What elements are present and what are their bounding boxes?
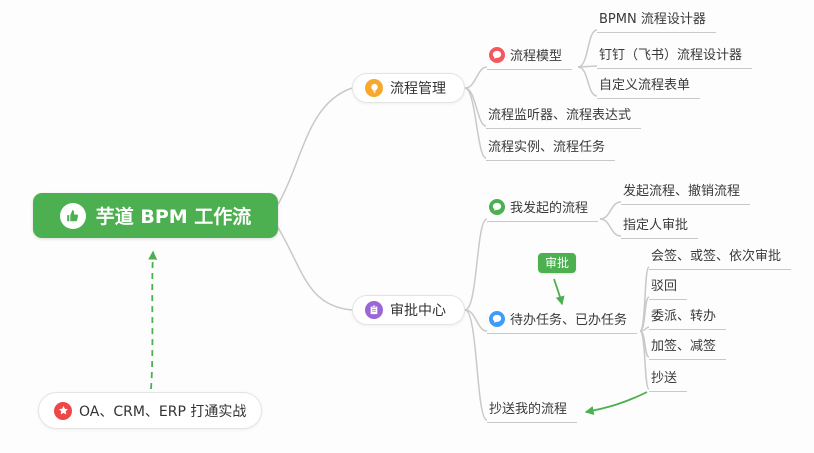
node-delegate-transfer[interactable]: 委派、转办: [649, 303, 727, 330]
cc-my-processes-label: 抄送我的流程: [489, 402, 568, 417]
root-node[interactable]: 芋道 BPM 工作流: [33, 193, 278, 238]
process-instance-label: 流程实例、流程任务: [488, 140, 606, 155]
process-model-label: 流程模型: [510, 49, 563, 64]
bpmn-designer-label: BPMN 流程设计器: [599, 12, 706, 27]
node-cc[interactable]: 抄送: [649, 365, 688, 392]
delegate-transfer-label: 委派、转办: [651, 309, 717, 324]
branch-process-label: 流程管理: [390, 81, 446, 97]
custom-form-label: 自定义流程表单: [599, 78, 691, 93]
reject-label: 驳回: [651, 279, 678, 294]
approval-flow-arrow: [553, 278, 565, 306]
node-assignee-approval[interactable]: 指定人审批: [621, 212, 699, 239]
clipboard-icon: [365, 301, 383, 319]
star-icon: [54, 401, 72, 420]
branch-approval-center[interactable]: 审批中心: [352, 295, 465, 325]
assignee-approval-label: 指定人审批: [623, 218, 689, 233]
gray-connectors: [276, 29, 650, 421]
dingtalk-designer-label: 钉钉（飞书）流程设计器: [599, 48, 743, 63]
node-reject[interactable]: 驳回: [649, 273, 688, 300]
node-countersign[interactable]: 会签、或签、依次审批: [649, 243, 792, 270]
bubble-icon: [489, 46, 505, 63]
process-listener-label: 流程监听器、流程表达式: [488, 108, 632, 123]
branch-process-management[interactable]: 流程管理: [352, 73, 465, 103]
node-process-model[interactable]: 流程模型: [487, 43, 573, 70]
root-label: 芋道 BPM 工作流: [95, 206, 252, 228]
bubble-icon: [489, 198, 505, 215]
node-bpmn-designer[interactable]: BPMN 流程设计器: [597, 6, 716, 33]
bubble-icon: [489, 310, 505, 327]
countersign-label: 会签、或签、依次审批: [651, 249, 782, 264]
todo-done-label: 待办任务、已办任务: [510, 313, 628, 328]
approval-badge-label: 审批: [545, 256, 570, 270]
my-initiated-label: 我发起的流程: [510, 201, 589, 216]
dashed-relation-arrow: [148, 250, 158, 390]
cc-flow-arrow: [584, 391, 648, 415]
lightbulb-icon: [365, 79, 383, 97]
branch-approval-label: 审批中心: [390, 303, 446, 319]
node-todo-done-tasks[interactable]: 待办任务、已办任务: [487, 307, 638, 334]
node-process-instance[interactable]: 流程实例、流程任务: [486, 134, 616, 161]
start-cancel-label: 发起流程、撤销流程: [623, 184, 741, 199]
add-remove-sign-label: 加签、减签: [651, 339, 717, 354]
node-my-initiated[interactable]: 我发起的流程: [487, 195, 599, 222]
thumbs-up-icon: [59, 202, 86, 229]
note-node[interactable]: OA、CRM、ERP 打通实战: [38, 392, 263, 429]
node-start-cancel-process[interactable]: 发起流程、撤销流程: [621, 178, 751, 205]
cc-label: 抄送: [651, 371, 678, 386]
node-cc-my-processes[interactable]: 抄送我的流程: [487, 396, 578, 423]
node-dingtalk-designer[interactable]: 钉钉（飞书）流程设计器: [597, 42, 753, 69]
node-process-listener[interactable]: 流程监听器、流程表达式: [486, 102, 642, 129]
note-label: OA、CRM、ERP 打通实战: [79, 403, 247, 420]
node-custom-form[interactable]: 自定义流程表单: [597, 72, 701, 99]
approval-badge[interactable]: 审批: [538, 253, 577, 273]
node-add-remove-sign[interactable]: 加签、减签: [649, 333, 727, 360]
